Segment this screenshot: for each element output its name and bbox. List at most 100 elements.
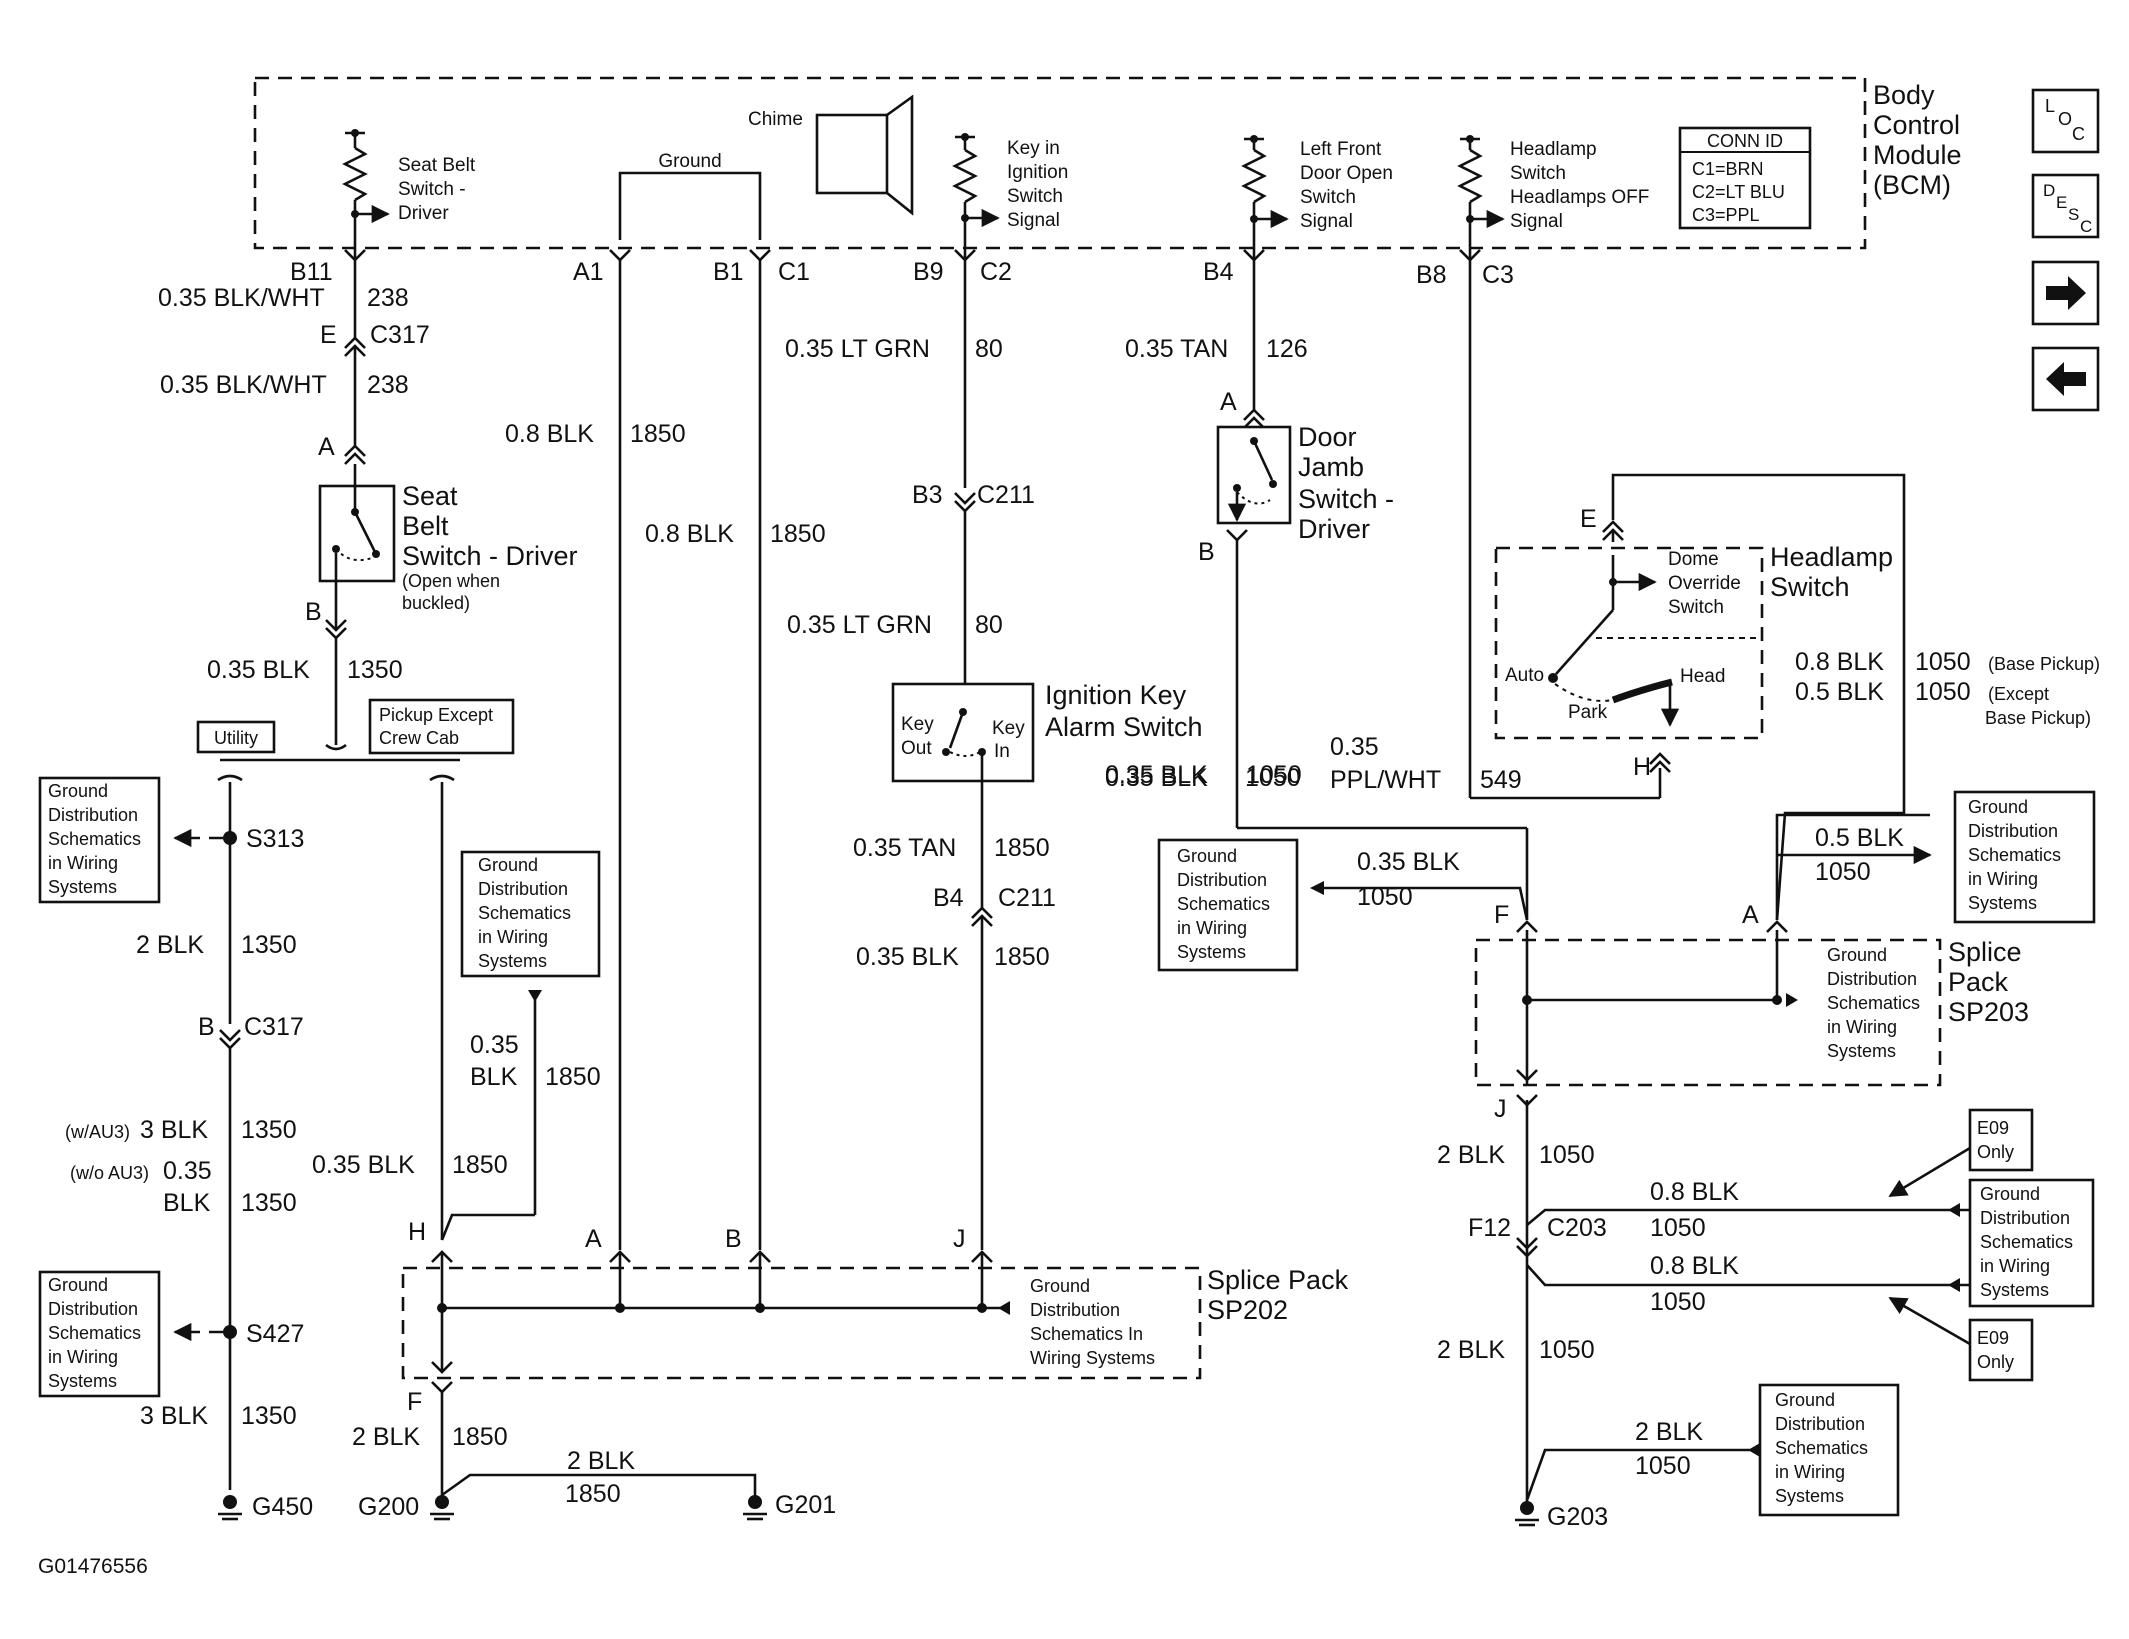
svg-text:0.35: 0.35	[470, 1031, 519, 1059]
svg-text:1850: 1850	[452, 1423, 508, 1451]
svg-text:S: S	[2068, 205, 2079, 224]
svg-text:Schematics: Schematics	[1980, 1232, 2073, 1252]
gds-box-right-top[interactable]: Ground Distribution Schematics in Wiring…	[1953, 790, 2096, 924]
svg-text:C317: C317	[370, 321, 430, 349]
svg-text:0.35: 0.35	[163, 1157, 212, 1185]
e09-only-bottom: E09 Only	[1888, 1296, 2034, 1382]
svg-text:C211: C211	[998, 884, 1056, 912]
svg-text:Ground: Ground	[1980, 1184, 2040, 1204]
svg-text:Schematics: Schematics	[1968, 845, 2061, 865]
svg-text:1850: 1850	[545, 1063, 601, 1091]
sp203-f-branch: 0.35 BLK 1050 F	[1310, 848, 1529, 929]
svg-text:F: F	[1494, 901, 1509, 929]
svg-text:Pickup Except: Pickup Except	[379, 705, 493, 725]
svg-text:A: A	[1742, 901, 1759, 929]
svg-text:(w/AU3): (w/AU3)	[65, 1122, 130, 1142]
svg-text:Systems: Systems	[1177, 942, 1246, 962]
a1-circuit: 0.8 BLK 1850 A	[505, 249, 686, 1253]
bcm-title-2: Control	[1873, 110, 1960, 140]
svg-text:2 BLK: 2 BLK	[352, 1423, 420, 1451]
svg-text:Out: Out	[901, 738, 932, 759]
gds-box-sp202[interactable]: Ground Distribution Schematics in Wiring…	[460, 850, 601, 978]
g200-ground: F 2 BLK 1850 G200 2 BLK 1850 G201	[352, 1388, 836, 1521]
svg-text:1850: 1850	[770, 520, 826, 548]
svg-text:Distribution: Distribution	[478, 879, 568, 899]
bcm-pin-labels: B11 A1 B1 C1 B9 C2 B4 B8 C3	[290, 258, 1514, 289]
svg-text:2 BLK: 2 BLK	[136, 931, 204, 959]
sp202-h-branch: 0.35 BLK 1850	[440, 990, 601, 1241]
svg-text:126: 126	[1266, 335, 1308, 363]
svg-text:Switch -: Switch -	[398, 179, 466, 200]
b1-circuit: 0.8 BLK 1850 B	[645, 249, 826, 1253]
svg-text:1350: 1350	[241, 1116, 297, 1144]
svg-text:2 BLK: 2 BLK	[1437, 1336, 1505, 1364]
b9-ltgrn-circuit: 0.35 LT GRN 80 B3 C211 0.35 LT GRN 80	[785, 249, 1035, 710]
loc-button[interactable]: L O C	[2031, 88, 2100, 154]
svg-text:C: C	[2072, 124, 2085, 144]
svg-text:H: H	[408, 1218, 426, 1246]
svg-text:in Wiring: in Wiring	[1827, 1017, 1897, 1037]
splice-pack-sp203: Ground Distribution Schematics in Wiring…	[1474, 920, 2029, 1087]
svg-text:B11: B11	[290, 258, 333, 286]
desc-button[interactable]: D E S C	[2031, 173, 2100, 239]
svg-text:0.35 LT GRN: 0.35 LT GRN	[785, 335, 930, 363]
svg-text:Systems: Systems	[1827, 1041, 1896, 1061]
svg-text:3 BLK: 3 BLK	[140, 1402, 208, 1430]
svg-text:0.35: 0.35	[1330, 733, 1379, 761]
svg-text:Door Open: Door Open	[1300, 163, 1393, 184]
svg-text:2 BLK: 2 BLK	[567, 1447, 635, 1475]
svg-text:0.5 BLK: 0.5 BLK	[1795, 678, 1884, 706]
conn-id-c1: C1=BRN	[1692, 159, 1764, 179]
svg-text:Ignition: Ignition	[1007, 162, 1068, 183]
door-lower-circuit: B 0.35 BLK 1050	[1105, 529, 1529, 920]
svg-text:Ground: Ground	[1827, 945, 1887, 965]
e09-only-top: E09 Only	[1888, 1108, 2034, 1198]
svg-text:Systems: Systems	[478, 951, 547, 971]
gds-box-middle[interactable]: Ground Distribution Schematics in Wiring…	[1157, 838, 1299, 972]
svg-text:Ground: Ground	[478, 855, 538, 875]
svg-text:Schematics: Schematics	[1177, 894, 1270, 914]
gds-box-left-bottom[interactable]: Ground Distribution Schematics in Wiring…	[38, 1270, 161, 1398]
seatbelt-circuit: 0.35 BLK/WHT 238 E C317 0.35 BLK/WHT 238…	[158, 249, 430, 465]
svg-text:3 BLK: 3 BLK	[140, 1116, 208, 1144]
svg-text:Ignition Key: Ignition Key	[1045, 680, 1187, 710]
svg-text:0.35 BLK: 0.35 BLK	[312, 1151, 415, 1179]
svg-text:J: J	[1494, 1095, 1507, 1123]
svg-text:Systems: Systems	[48, 1371, 117, 1391]
svg-text:Systems: Systems	[1968, 893, 2037, 913]
svg-text:Signal: Signal	[1510, 211, 1563, 232]
next-page-button[interactable]	[2031, 260, 2100, 326]
svg-text:1350: 1350	[241, 1402, 297, 1430]
svg-text:Seat: Seat	[402, 481, 458, 511]
svg-text:B8: B8	[1416, 261, 1447, 289]
gds-box-right-bottom[interactable]: Ground Distribution Schematics in Wiring…	[1758, 1383, 1900, 1517]
headlamp-switch: E Dome Override Switch Auto Park Head He…	[1494, 473, 1906, 921]
svg-text:1350: 1350	[241, 931, 297, 959]
svg-text:SP202: SP202	[1207, 1295, 1288, 1325]
gds-box-left-top[interactable]: Ground Distribution Schematics in Wiring…	[38, 776, 161, 904]
svg-text:Auto: Auto	[1505, 665, 1544, 686]
svg-text:0.8 BLK: 0.8 BLK	[1650, 1252, 1739, 1280]
gds-box-right-middle[interactable]: Ground Distribution Schematics in Wiring…	[1968, 1178, 2095, 1308]
svg-text:Switch - Driver: Switch - Driver	[402, 541, 578, 571]
svg-text:C203: C203	[1547, 1214, 1607, 1242]
door-jamb-switch-driver: Door Jamb Switch - Driver	[1216, 422, 1394, 544]
svg-text:Park: Park	[1568, 702, 1608, 723]
svg-text:Signal: Signal	[1007, 210, 1060, 231]
svg-text:Seat Belt: Seat Belt	[398, 155, 476, 176]
svg-text:(w/o AU3): (w/o AU3)	[70, 1163, 149, 1183]
splice-pack-sp202: Ground Distribution Schematics In Wiring…	[401, 1250, 1349, 1394]
svg-text:Systems: Systems	[48, 877, 117, 897]
svg-text:Override: Override	[1668, 573, 1741, 594]
prev-page-button[interactable]	[2031, 346, 2100, 412]
svg-text:0.8 BLK: 0.8 BLK	[505, 420, 594, 448]
svg-text:Schematics In: Schematics In	[1030, 1324, 1143, 1344]
svg-text:B: B	[1198, 538, 1215, 566]
svg-text:0.35 TAN: 0.35 TAN	[1125, 335, 1228, 363]
svg-text:G201: G201	[775, 1491, 836, 1519]
svg-text:1050: 1050	[1635, 1452, 1691, 1480]
svg-text:1050: 1050	[1650, 1288, 1706, 1316]
svg-text:1050: 1050	[1815, 858, 1871, 886]
svg-text:in Wiring: in Wiring	[1980, 1256, 2050, 1276]
svg-text:0.35 BLK/WHT: 0.35 BLK/WHT	[158, 284, 325, 312]
